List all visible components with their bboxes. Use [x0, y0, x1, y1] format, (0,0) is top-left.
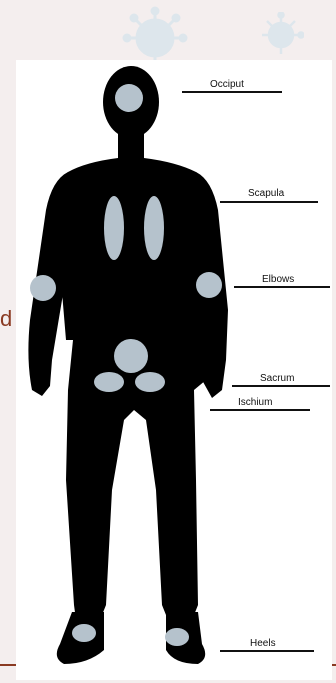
label-sacrum: Sacrum: [260, 373, 294, 384]
heel-marker-right: [165, 628, 189, 646]
leader-ischium: [210, 409, 310, 411]
elbow-marker-left: [30, 275, 56, 301]
scapula-marker-right: [144, 196, 164, 260]
side-text: d: [0, 306, 12, 332]
label-elbows: Elbows: [262, 274, 294, 285]
pressure-points-panel: Occiput Scapula Elbows Sacrum Ischium He…: [16, 60, 332, 680]
ischium-marker-right: [135, 372, 165, 392]
heel-marker-left: [72, 624, 96, 642]
virus-icon: [120, 6, 190, 66]
virus-icon: [258, 12, 304, 58]
occiput-marker: [115, 84, 143, 112]
leader-sacrum: [232, 385, 330, 387]
leader-scapula: [220, 201, 318, 203]
ischium-marker-left: [94, 372, 124, 392]
label-ischium: Ischium: [238, 397, 272, 408]
body-silhouette: [16, 60, 332, 680]
label-heels: Heels: [250, 638, 276, 649]
scapula-marker-left: [104, 196, 124, 260]
leader-elbows: [234, 286, 330, 288]
label-scapula: Scapula: [248, 188, 284, 199]
sacrum-marker: [114, 339, 148, 373]
elbow-marker-right: [196, 272, 222, 298]
leader-heels: [220, 650, 314, 652]
label-occiput: Occiput: [210, 79, 244, 90]
leader-occiput: [182, 91, 282, 93]
